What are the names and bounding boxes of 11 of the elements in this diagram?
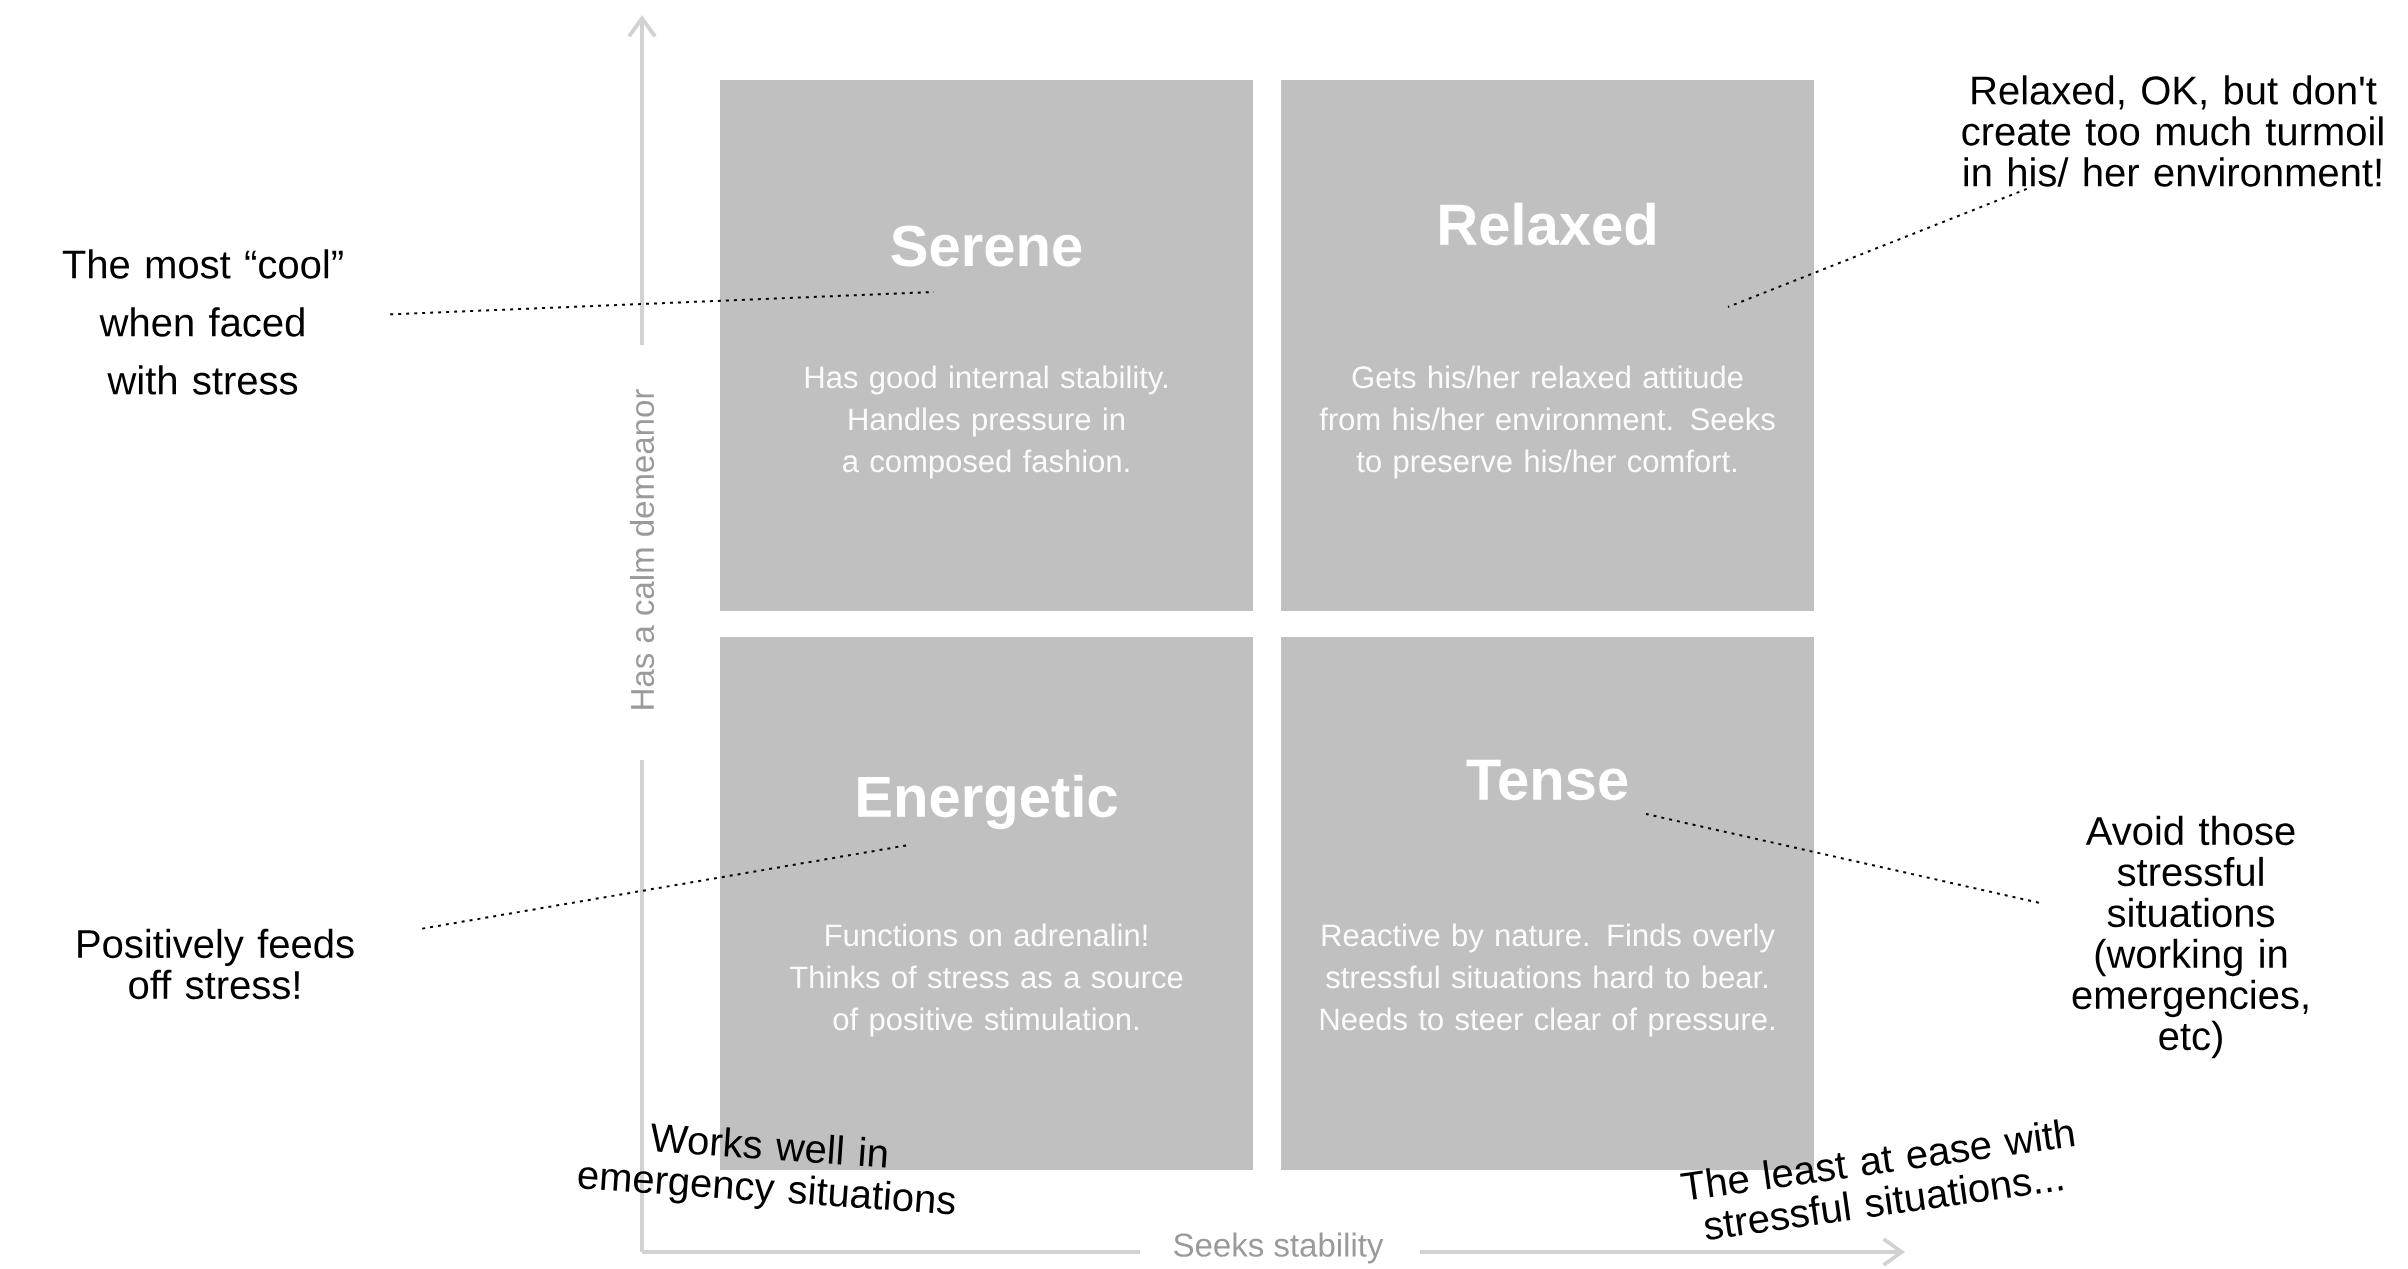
annotation-text: Positively feeds off stress! xyxy=(78,928,354,1000)
quadrant-box: Serene Has good internal stability. Handles pressure in a composed fashion. xyxy=(720,80,1253,611)
quadrant-box: Relaxed Gets his/her relaxed attitude from his/her environment. Seeks to preserve his/her comfort. xyxy=(1281,80,1814,611)
annotation-text: The most “cool” when faced with stress xyxy=(62,249,343,395)
leader-line xyxy=(1727,187,2028,308)
annotation-text: Works well in emergency situations xyxy=(578,1123,955,1215)
axis-label: Seeks stability xyxy=(1174,1232,1384,1264)
annotation-text: Avoid those stressful situations (working in emergencies, etc) xyxy=(2072,815,2308,1059)
leader-line xyxy=(1645,813,2040,904)
annotation-text: Relaxed, OK, but don't create too much turmoil in his/ her environment! xyxy=(1962,75,2383,187)
axis-label: Has a calm demeanor xyxy=(629,389,655,709)
